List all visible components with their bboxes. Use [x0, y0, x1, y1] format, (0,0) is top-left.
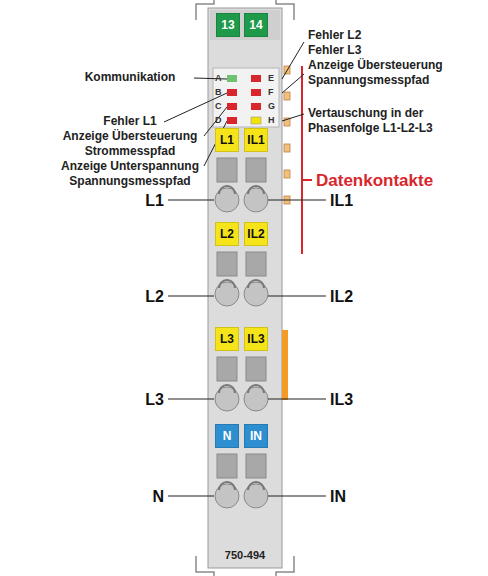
- tag-text: IL1: [247, 133, 264, 147]
- callout-text: Kommunikation: [55, 70, 205, 85]
- led-letter: B: [215, 87, 225, 98]
- tag-text: IL2: [247, 227, 264, 241]
- tag-text: L2: [220, 227, 234, 241]
- led-letter: G: [268, 101, 278, 112]
- release-slot: [217, 454, 237, 478]
- release-slot: [217, 158, 237, 182]
- callout-text: Anzeige Übersteuerung Strommesspfad: [55, 129, 205, 159]
- led-red: [251, 75, 261, 82]
- callout-text: Anzeige Unterspannung Spannungsmesspfad: [55, 159, 205, 189]
- wire-entry-shade: [248, 186, 264, 194]
- wire-entry-shade: [248, 280, 264, 288]
- led-panel: [213, 68, 279, 127]
- terminal-tag: L2: [215, 222, 239, 246]
- side-latch: [282, 330, 288, 400]
- release-slot: [246, 158, 266, 182]
- terminal-tag: 14: [244, 13, 268, 37]
- callout-text: Fehler L1: [55, 114, 205, 129]
- housing-top: [210, 10, 280, 40]
- terminal-name: L2: [112, 287, 164, 307]
- terminal-tag: IL1: [244, 128, 268, 152]
- led-letter: C: [215, 101, 225, 112]
- release-slot: [246, 454, 266, 478]
- tag-text: 14: [249, 18, 262, 32]
- led-green: [227, 75, 237, 82]
- tag-text: L1: [220, 133, 234, 147]
- release-slot: [246, 357, 266, 381]
- callout-heading: Datenkontakte: [316, 170, 466, 191]
- led-letter: D: [215, 115, 225, 126]
- wire-entry-shade: [219, 482, 235, 490]
- led-red: [227, 117, 237, 124]
- terminal-tag: 13: [216, 13, 240, 37]
- tag-text: IN: [250, 429, 262, 443]
- leader-lines: [164, 42, 304, 166]
- led-letter: A: [215, 73, 225, 84]
- callout-text: Vertauschung in der Phasenfolge L1-L2-L3: [308, 106, 448, 136]
- wire-entry-shade: [219, 186, 235, 194]
- terminal-name: IL2: [330, 287, 390, 307]
- led-red: [227, 103, 237, 110]
- terminal-tag: IL2: [244, 222, 268, 246]
- terminal-name: L3: [112, 390, 164, 410]
- callout-text: Anzeige Übersteuerung Spannungsmesspfad: [308, 58, 458, 88]
- led-letter: E: [268, 73, 278, 84]
- terminal-tag: IN: [244, 424, 268, 448]
- tag-text: IL3: [247, 332, 264, 346]
- terminal-name: IN: [330, 487, 390, 507]
- terminal-tag: N: [215, 424, 239, 448]
- terminal-tag: IL3: [244, 327, 268, 351]
- release-slot: [217, 357, 237, 381]
- led-red: [251, 103, 261, 110]
- terminal-name: IL1: [330, 191, 390, 211]
- wire-entry-shade: [219, 280, 235, 288]
- callout-text: Fehler L2: [308, 28, 468, 43]
- module-housing: [208, 8, 282, 568]
- tag-text: N: [223, 429, 232, 443]
- release-slot: [246, 252, 266, 276]
- led-red: [227, 89, 237, 96]
- led-yellow: [251, 117, 261, 124]
- led-letter: H: [268, 115, 278, 126]
- terminal-name: N: [112, 487, 164, 507]
- release-slot: [217, 252, 237, 276]
- callout-text: Fehler L3: [308, 43, 468, 58]
- bracket: [302, 66, 312, 254]
- terminal-tag: L1: [215, 128, 239, 152]
- terminal-name: L1: [112, 191, 164, 211]
- part-number: 750-494: [210, 548, 280, 562]
- terminal-tag: L3: [215, 327, 239, 351]
- led-red: [251, 89, 261, 96]
- tag-text: L3: [220, 332, 234, 346]
- terminal-leaders: [168, 200, 326, 496]
- led-letter: F: [268, 87, 278, 98]
- terminal-name: IL3: [330, 390, 390, 410]
- wire-entry-shade: [248, 482, 264, 490]
- wire-entry-shade: [248, 385, 264, 393]
- wire-entry-shade: [219, 385, 235, 393]
- tag-text: 13: [221, 18, 234, 32]
